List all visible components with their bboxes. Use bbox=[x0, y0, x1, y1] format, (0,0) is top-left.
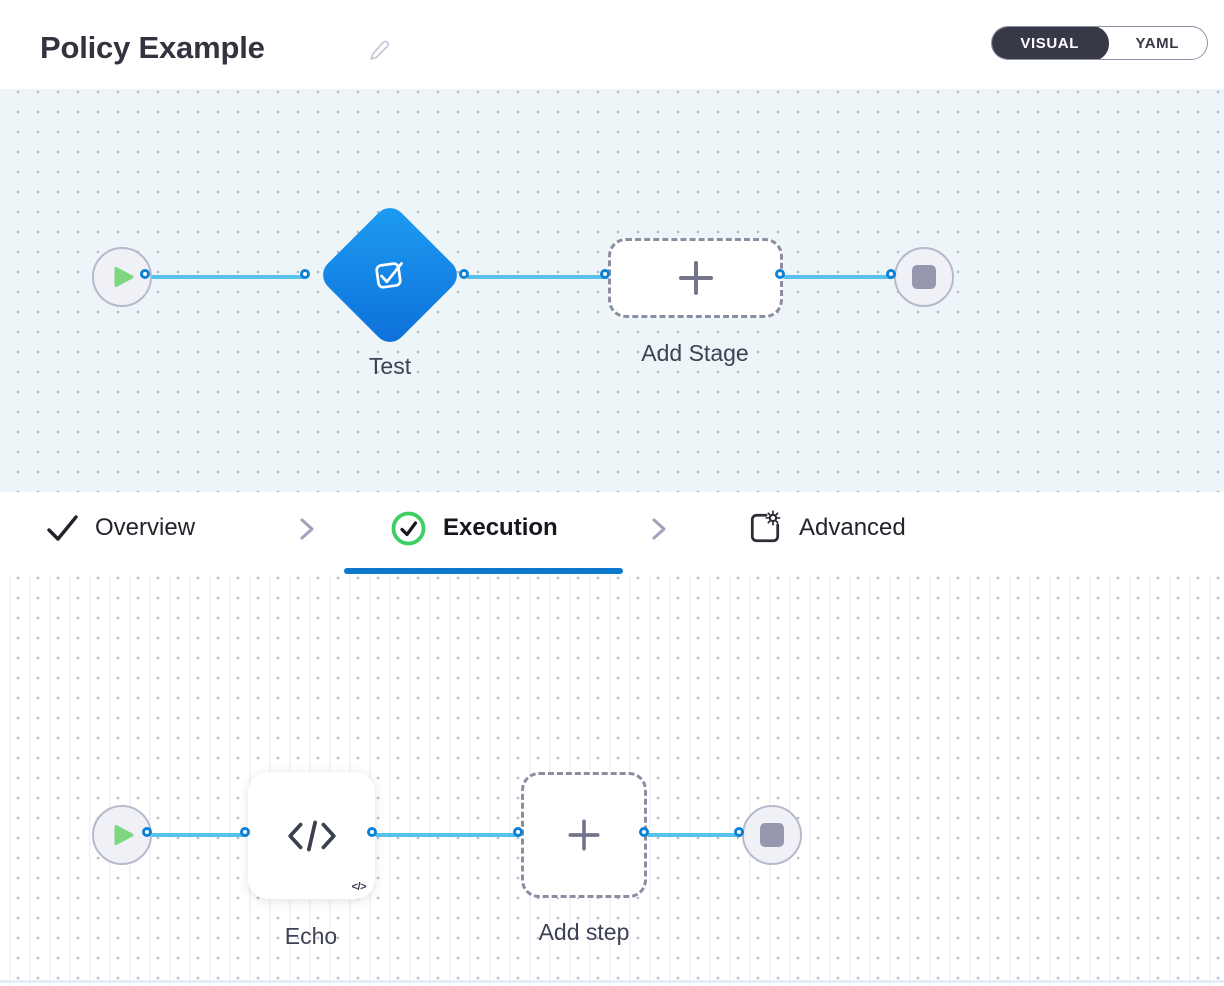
mode-toggle: VISUAL YAML bbox=[990, 26, 1208, 60]
play-icon bbox=[114, 267, 134, 287]
chevron-right-icon bbox=[648, 515, 670, 548]
chevron-right-icon bbox=[296, 515, 318, 548]
connector-port bbox=[639, 827, 649, 837]
step-node-label: Echo bbox=[284, 923, 338, 949]
approval-check-icon bbox=[375, 262, 403, 289]
active-tab-underline bbox=[344, 568, 623, 574]
code-icon bbox=[287, 820, 336, 851]
step-node-echo[interactable]: </> bbox=[248, 772, 375, 899]
add-step-button[interactable] bbox=[521, 772, 647, 898]
connector-line bbox=[375, 833, 521, 837]
plus-icon bbox=[678, 261, 713, 295]
stage-node-test[interactable] bbox=[316, 201, 464, 349]
stop-icon bbox=[760, 823, 784, 847]
connector-line bbox=[647, 833, 742, 837]
connector-port bbox=[600, 269, 610, 279]
pipeline-end-node bbox=[894, 247, 954, 307]
connector-port bbox=[734, 827, 744, 837]
add-step-label: Add step bbox=[538, 919, 630, 945]
connector-port bbox=[775, 269, 785, 279]
tab-overview[interactable]: Overview bbox=[45, 508, 195, 548]
tab-execution[interactable]: Execution bbox=[390, 508, 558, 548]
grid-major-line bbox=[0, 980, 1224, 983]
check-circle-icon bbox=[391, 511, 426, 545]
connector-port bbox=[367, 827, 377, 837]
stage-config-tabs: Overview Execution bbox=[0, 492, 1224, 575]
connector-port bbox=[240, 827, 250, 837]
connector-port bbox=[886, 269, 896, 279]
page-title: Policy Example bbox=[40, 30, 265, 65]
settings-panel-icon bbox=[750, 510, 781, 543]
add-stage-button[interactable] bbox=[608, 238, 783, 318]
connector-port bbox=[513, 827, 523, 837]
step-type-badge: </> bbox=[351, 881, 367, 893]
stage-node-label: Test bbox=[368, 353, 412, 379]
connector-port bbox=[142, 827, 152, 837]
connector-line bbox=[783, 275, 894, 279]
tab-advanced[interactable]: Advanced bbox=[747, 508, 906, 548]
connector-port bbox=[140, 269, 150, 279]
header: Policy Example VISUAL YAML bbox=[0, 0, 1224, 90]
pencil-icon bbox=[370, 40, 389, 60]
toggle-yaml[interactable]: YAML bbox=[1135, 34, 1179, 52]
connector-port bbox=[300, 269, 310, 279]
connector-line bbox=[467, 275, 608, 279]
play-icon bbox=[114, 825, 134, 845]
connector-port bbox=[459, 269, 469, 279]
add-stage-label: Add Stage bbox=[641, 340, 749, 366]
edit-title-button[interactable] bbox=[368, 38, 392, 62]
stop-icon bbox=[912, 265, 936, 289]
step-canvas[interactable]: </> Echo Add step bbox=[0, 575, 1224, 986]
stage-canvas[interactable]: Test Add Stage bbox=[0, 90, 1224, 492]
check-icon bbox=[47, 515, 78, 541]
tab-label: Overview bbox=[95, 514, 196, 541]
connector-line bbox=[148, 275, 308, 279]
execution-end-node bbox=[742, 805, 802, 865]
tab-label: Advanced bbox=[799, 514, 906, 541]
tab-label: Execution bbox=[443, 514, 558, 541]
toggle-visual[interactable]: VISUAL bbox=[991, 27, 1109, 59]
plus-icon bbox=[568, 819, 600, 851]
connector-line bbox=[150, 833, 248, 837]
